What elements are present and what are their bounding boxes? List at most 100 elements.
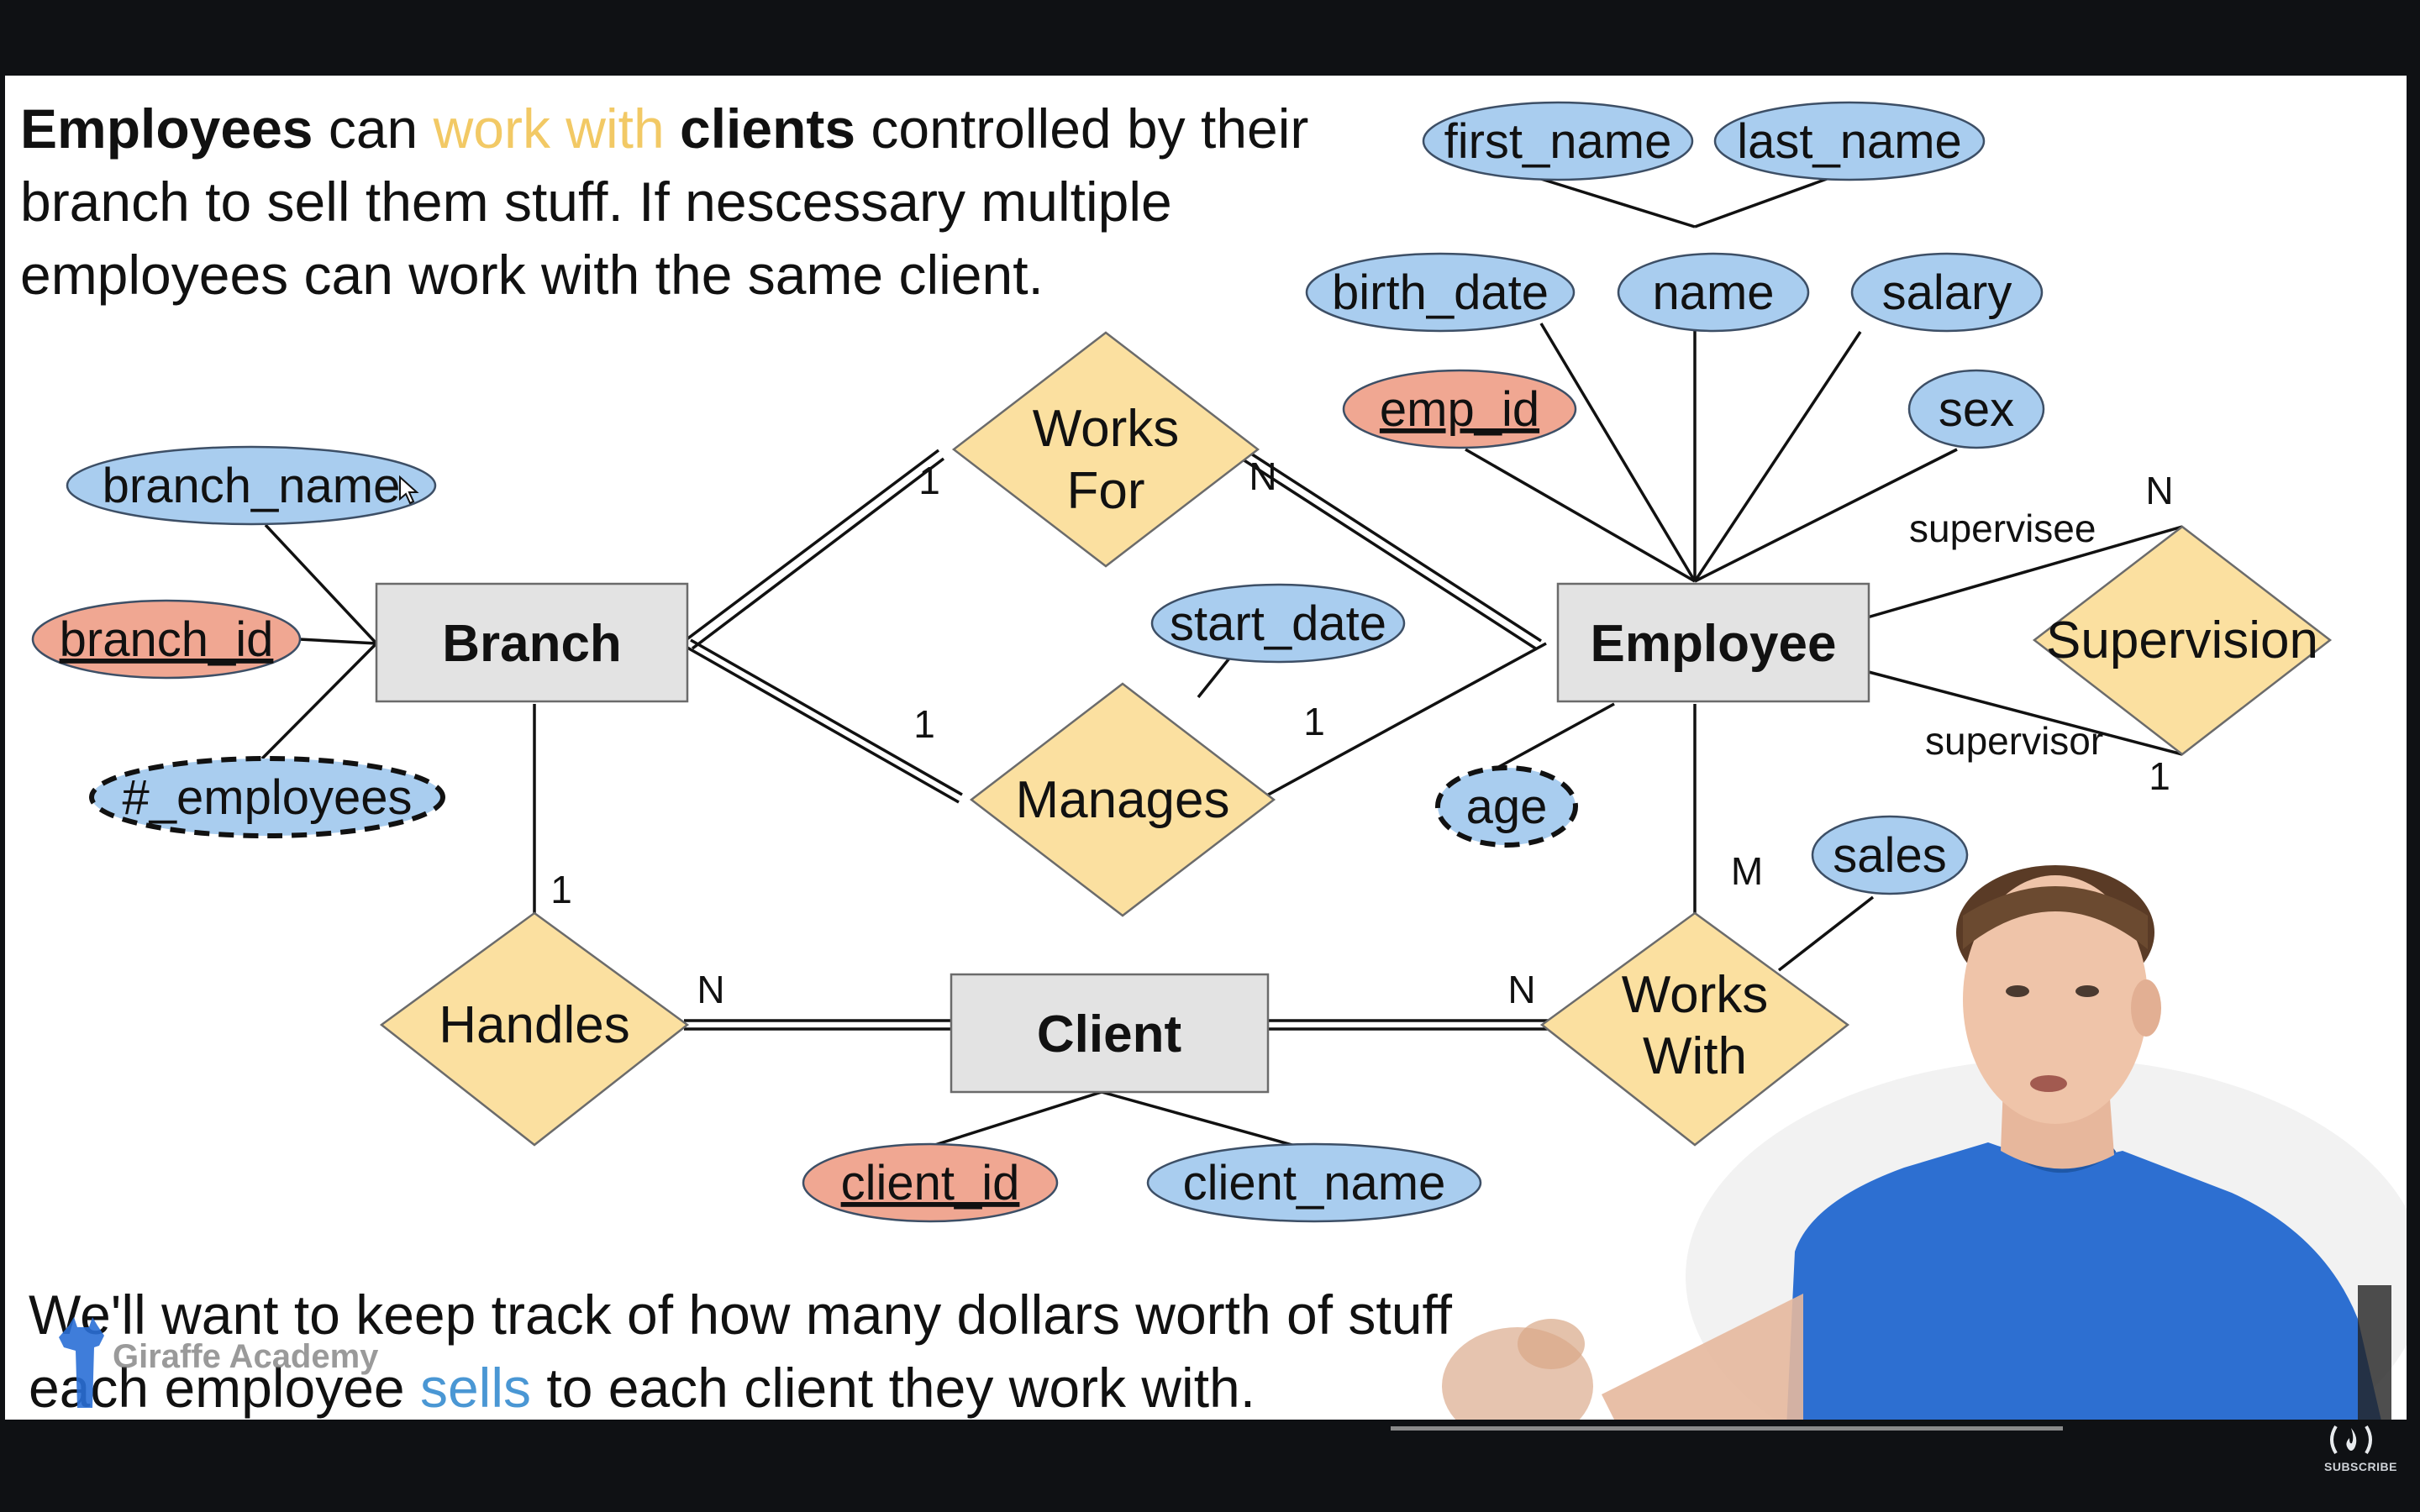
intro-line-1: Employees can work with clients controll… [20,92,1308,165]
label-client-id: client_id [841,1156,1020,1210]
edge-emp-id [1465,448,1696,583]
attribute-sales: sales [1811,815,1969,895]
freecodecamp-icon[interactable] [2324,1421,2378,1458]
attribute-start-date: start_date [1150,583,1406,664]
attribute-sex: sex [1907,369,2045,449]
edge-branch-works-for [684,449,945,650]
footer-line-2: each employee sells to each client they … [29,1352,1255,1420]
label-employee: Employee [1591,615,1837,673]
attribute-client-id-key: client_id [802,1142,1059,1223]
label-last-name: last_name [1737,114,1962,169]
label-start-date: start_date [1170,596,1386,651]
edge-sex [1694,448,1958,583]
label-age: age [1466,780,1548,834]
label-salary: salary [1882,265,2012,320]
cardinality-works-for-branch: 1 [918,459,940,502]
intro-line-3: employees can work with the same client. [20,239,1044,312]
cardinality-manages-branch: 1 [913,702,935,746]
label-sex: sex [1939,382,2014,437]
edge-works-for-employee [1239,448,1542,651]
presenter-video-overlay [1442,865,2407,1420]
footer-rest: to each client they work with. [531,1357,1256,1419]
attribute-birth-date: birth_date [1305,252,1576,333]
edge-supervisee [1852,525,2183,623]
attribute-salary: salary [1850,252,2044,333]
label-birth-date: birth_date [1332,265,1549,320]
footer-line-1: We'll want to keep track of how many dol… [29,1278,1452,1352]
intro-can: can [313,97,434,160]
attribute-branch-name: branch_name [66,445,437,526]
label-first-name: first_name [1444,114,1672,169]
giraffe-logo-icon [59,1317,104,1408]
mouse-cursor [399,475,419,505]
cardinality-supervisee: N [2145,469,2173,512]
subscribe-label[interactable]: SUBSCRIBE [2324,1460,2397,1473]
intro-line-2: branch to sell them stuff. If nescessary… [20,165,1172,239]
cardinality-handles-client: N [697,968,724,1011]
attribute-emp-id-key: emp_id [1342,369,1577,449]
edge-client-name [1101,1090,1305,1150]
role-supervisee: supervisee [1909,507,2096,550]
intro-employees: Employees [20,97,313,160]
role-supervisor: supervisor [1925,719,2103,763]
cardinality-works-for-employee: N [1249,454,1276,498]
label-name: name [1652,265,1774,320]
label-supervision: Supervision [2046,612,2318,669]
attribute-age-derived: age [1435,765,1578,848]
slide: Works For Manages Handles Works With Sup… [5,76,2407,1420]
edge-branch-name [264,523,378,645]
edge-sales [1777,895,1875,972]
label-branch-id: branch_id [60,612,274,667]
video-bottom-bar [0,1435,2420,1512]
edge-handles-client [684,1019,951,1031]
label-emp-id: emp_id [1380,382,1539,437]
label-works-with-1: Works [1622,966,1769,1024]
footer-line-1-text: We'll want to keep track of how many dol… [29,1284,1452,1346]
footer-sells: sells [419,1357,532,1419]
edge-branch-manages [687,638,963,804]
edge-salary [1693,331,1862,582]
label-client-name: client_name [1183,1156,1446,1210]
edge-first-name [1540,177,1696,228]
attribute-name: name [1617,252,1810,333]
label-num-employees: #_employees [123,770,413,825]
watermark-text: Giraffe Academy [113,1338,379,1375]
attribute-branch-id-key: branch_id [31,599,302,680]
edge-branch-id [298,638,377,645]
edge-age [1495,702,1615,770]
intro-line-2-text: branch to sell them stuff. If nescessary… [20,171,1172,233]
cardinality-manages-employee: 1 [1303,700,1325,743]
entity-branch: Branch [375,582,689,703]
relationship-supervision: Supervision [2032,525,2333,756]
label-manages: Manages [1015,771,1229,829]
label-works-with-2: With [1643,1027,1747,1085]
edge-last-name [1694,177,1828,228]
edge-client-id [923,1090,1102,1150]
entity-client: Client [950,973,1270,1094]
relationship-handles: Handles [379,911,690,1147]
attribute-client-name: client_name [1146,1142,1482,1223]
label-client: Client [1037,1005,1181,1063]
edge-supervisor [1852,666,2183,756]
er-diagram: Works For Manages Handles Works With Sup… [31,101,2333,1223]
relationship-works-for: Works For [951,331,1260,568]
entity-employee: Employee [1556,582,1870,703]
edge-client-works-with [1268,1019,1558,1031]
label-sales: sales [1833,828,1946,883]
cardinality-supervisor: 1 [2149,754,2170,798]
label-branch-name: branch_name [103,459,401,513]
cardinality-handles-branch: 1 [550,868,572,911]
video-progress-bar[interactable] [1391,1426,2063,1431]
intro-controlled: controlled by their [855,97,1309,160]
attribute-num-employees-derived: #_employees [89,756,445,838]
cardinality-works-with-client: N [1507,968,1535,1011]
label-branch: Branch [442,615,622,673]
attribute-last-name: last_name [1713,101,1986,181]
label-handles: Handles [439,996,629,1054]
intro-work-with: work with [433,97,665,160]
relationship-works-with: Works With [1539,911,1850,1147]
intro-clients: clients [664,97,856,160]
footer-each-employee: each employee [29,1357,420,1419]
attribute-first-name: first_name [1422,101,1694,181]
label-works-for-2: For [1067,462,1145,520]
